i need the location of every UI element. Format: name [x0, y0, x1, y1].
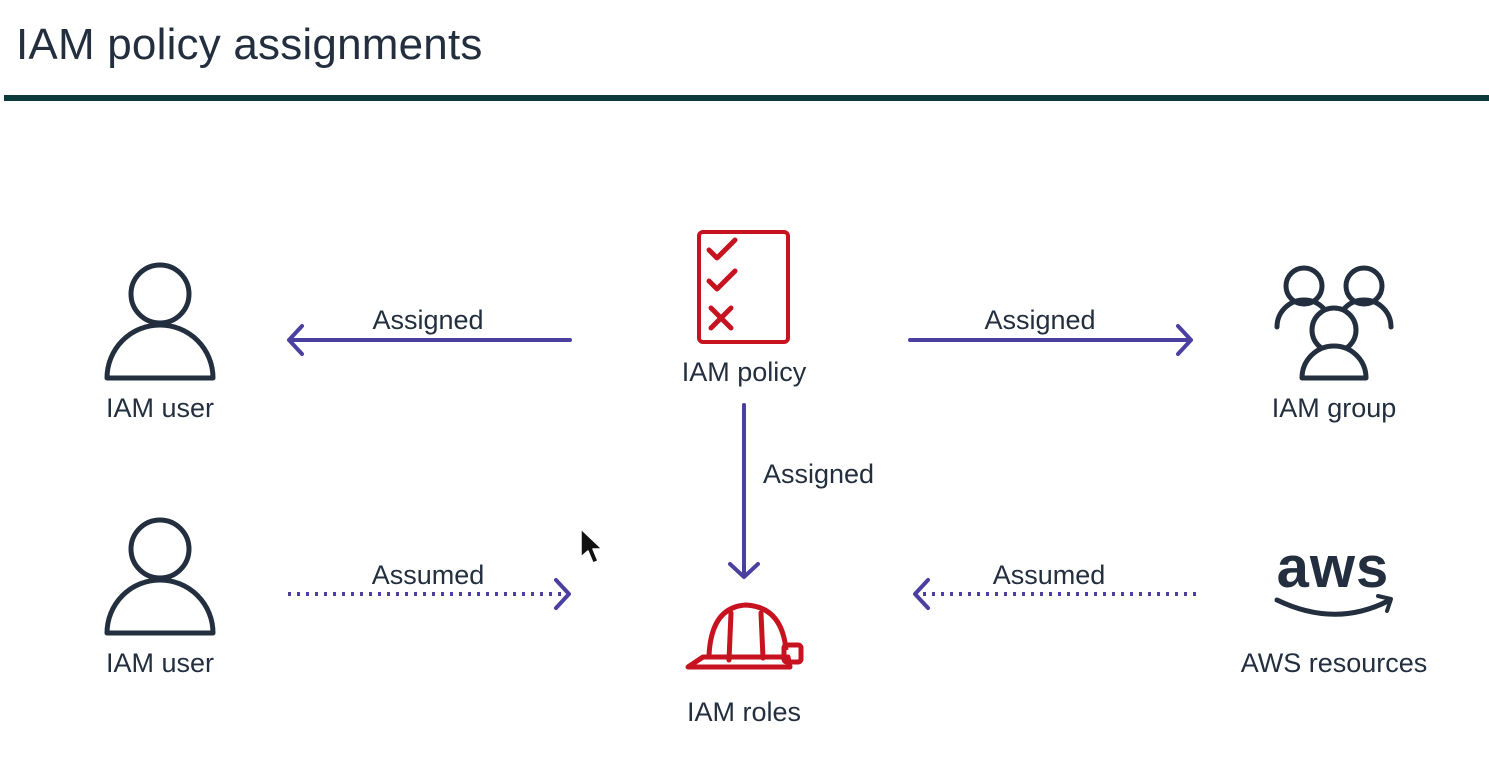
- user-top-node: IAM user: [104, 262, 216, 423]
- hard-hat-icon: [685, 602, 804, 670]
- edge-policy-to-user: Assigned: [287, 305, 572, 356]
- user-bottom-node: IAM user: [104, 517, 216, 678]
- page-title: IAM policy assignments: [16, 20, 483, 69]
- aws-node: aws AWS resources: [1241, 535, 1428, 678]
- roles-node: IAM roles: [685, 602, 804, 727]
- edge-policy-to-group: Assigned: [908, 305, 1193, 356]
- user-icon: [104, 517, 216, 636]
- edge-aws-to-roles: Assumed: [913, 560, 1196, 610]
- policy-node: IAM policy: [682, 230, 807, 387]
- title-divider: [4, 95, 1489, 101]
- aws-label: AWS resources: [1241, 648, 1428, 678]
- edge-label-assumed: Assumed: [993, 560, 1106, 590]
- edge-policy-to-roles: Assigned: [728, 403, 874, 579]
- edge-label-assumed: Assumed: [372, 560, 485, 590]
- group-node: IAM group: [1272, 265, 1397, 423]
- aws-logo-icon: aws: [1274, 535, 1393, 617]
- user-icon: [104, 262, 216, 381]
- policy-label: IAM policy: [682, 357, 807, 387]
- arrow-head-down: [728, 562, 760, 579]
- mouse-cursor-icon: [580, 528, 603, 564]
- aws-logo-text: aws: [1277, 535, 1390, 600]
- edge-user-to-roles: Assumed: [288, 560, 571, 610]
- user-bottom-label: IAM user: [106, 648, 214, 678]
- roles-label: IAM roles: [687, 697, 801, 727]
- edge-label-assigned: Assigned: [984, 305, 1095, 335]
- group-label: IAM group: [1272, 393, 1397, 423]
- edge-label-assigned: Assigned: [372, 305, 483, 335]
- arrow-head-right: [554, 578, 571, 610]
- group-icon: [1274, 265, 1394, 381]
- arrow-head-left: [287, 324, 304, 356]
- edge-label-assigned: Assigned: [763, 459, 874, 489]
- arrow-head-right: [1176, 324, 1193, 356]
- user-top-label: IAM user: [106, 393, 214, 423]
- policy-checklist-icon: [697, 230, 790, 344]
- arrow-head-left: [913, 578, 930, 610]
